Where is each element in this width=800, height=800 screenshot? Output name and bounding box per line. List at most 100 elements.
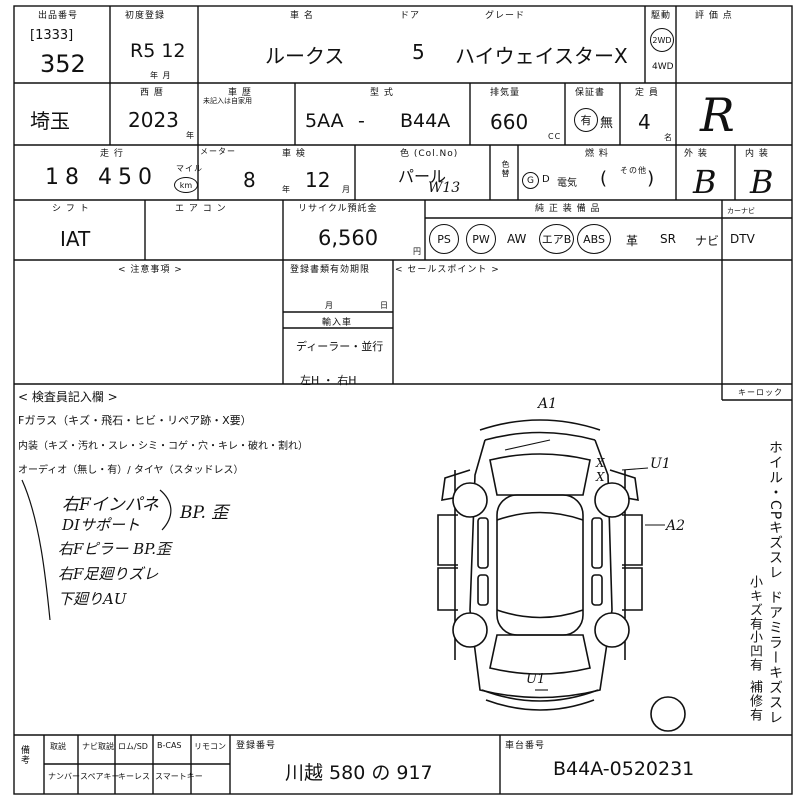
inspector-line-audio: オーディオ（無し・有）/ タイヤ（スタッドレス） <box>18 465 244 476</box>
import-label: 輸入車 <box>322 318 353 328</box>
notes-label: < 注意事項 > <box>118 265 183 275</box>
shaken-year: 8 <box>243 168 256 192</box>
inspector-line-interior: 内装（キズ・汚れ・スレ・シミ・コゲ・穴・キレ・破れ・割れ） <box>18 441 308 452</box>
fuel-g-circled: G <box>522 172 539 189</box>
spare-key-label: スペアキー <box>80 772 120 781</box>
drive-4wd: 4WD <box>652 62 674 72</box>
chassis-label: 車台番号 <box>505 741 546 751</box>
diagram-a1: A1 <box>538 396 558 412</box>
fuel-label: 燃 料 <box>585 149 609 159</box>
hand-note-4: 右F足廻りズレ <box>58 565 159 583</box>
hand-note-3: 右Fピラー BP.歪 <box>58 540 172 558</box>
import-hand: 左H ・ 右H <box>300 374 357 387</box>
side-note-small-scratch: 小キズ有 <box>747 575 762 631</box>
inspector-label: < 検査員記入欄 > <box>18 390 118 404</box>
color-value: パール <box>398 167 447 186</box>
cc-label: CC <box>548 132 562 141</box>
shift-value: IAT <box>60 227 91 251</box>
fuel-elec: 電気 <box>557 178 577 189</box>
owner-manual-label: 取説 <box>50 742 66 751</box>
equip-dtv: DTV <box>730 232 755 246</box>
reg-number-value: 川越 580 の 917 <box>285 762 433 784</box>
reg-expiry-month: 月 <box>325 301 334 310</box>
equip-navi: ナビ <box>695 234 720 248</box>
interior-label: 内 装 <box>745 149 769 159</box>
bcas-label: B-CAS <box>157 741 182 750</box>
fuel-d: D <box>542 174 550 185</box>
diagram-x-mark-1: X <box>596 456 605 470</box>
equip-sr: SR <box>660 232 676 246</box>
import-dealer: ディーラー・並行 <box>296 340 384 353</box>
carnavi-label: カーナビ <box>727 207 755 215</box>
hand-note-1: 右Fインパネ <box>62 495 159 515</box>
grade-value: ハイウェイスターX <box>455 44 628 68</box>
sales-point-label: < セールスポイント > <box>395 265 500 275</box>
color-label: 色 (Col.No) <box>400 149 459 159</box>
capacity-value: 4 <box>638 110 651 134</box>
equip-airbag-circled: エアB <box>539 224 574 254</box>
drive-label: 駆動 <box>651 11 672 21</box>
exterior-label: 外 装 <box>684 149 708 159</box>
lot-code: [1333] <box>30 28 74 43</box>
recycle-label: リサイクル預託金 <box>298 204 378 214</box>
diagram-u1-top: U1 <box>650 456 671 472</box>
navi-manual-label: ナビ取説 <box>82 742 114 751</box>
person-label: 名 <box>664 133 673 142</box>
keyless-label: キーレス <box>118 772 150 781</box>
rating-value: R <box>700 88 735 142</box>
car-name-value: ルークス <box>265 44 345 68</box>
car-name-label: 車 名 <box>290 11 314 21</box>
mileage-value: 18 450 <box>45 165 158 190</box>
diagram-u1-bottom: U1 <box>526 672 546 687</box>
diagram-x-mark-2: X <box>596 470 605 484</box>
first-reg-year-month: 年 月 <box>150 71 172 80</box>
doors-value: 5 <box>412 40 425 64</box>
color-no: W13 <box>428 180 461 196</box>
rom-label: ロム/SD <box>118 742 148 751</box>
equip-aw: AW <box>507 232 527 246</box>
equip-abs-circled: ABS <box>577 224 611 254</box>
number-label: ナンバー <box>48 772 80 781</box>
lot-no-label: 出品番号 <box>38 11 79 21</box>
color-change-label: 色替 <box>501 160 510 178</box>
equip-leather: 革 <box>626 234 639 248</box>
exterior-value: B <box>693 163 717 201</box>
displacement-label: 排気量 <box>490 88 521 98</box>
grade-label: グレード <box>485 11 526 21</box>
km-unit-circled: km <box>174 177 198 193</box>
reg-number-label: 登録番号 <box>236 741 277 751</box>
history-label: 車 歴 <box>228 88 252 98</box>
yen-label: 円 <box>413 247 422 256</box>
warranty-yes-circled: 有 <box>574 108 598 132</box>
model-prefix: 5AA <box>305 110 344 132</box>
year-suffix: 年 <box>186 131 195 140</box>
smartkey-label: スマートキー <box>155 772 203 781</box>
doors-label: ドア <box>400 11 421 21</box>
recycle-value: 6,560 <box>318 226 379 250</box>
side-note-repair: 補修有 <box>747 680 762 722</box>
aircon-label: エ ア コ ン <box>175 204 227 214</box>
mile-unit: マイル <box>176 164 203 173</box>
model-code: B44A <box>400 110 451 132</box>
drive-2wd-circled: 2WD <box>650 28 674 52</box>
hand-note-2: DIサポート <box>62 516 140 534</box>
side-note-wheel: ホイル・CPキズスレ <box>767 440 783 581</box>
bottom-remarks-label: 備考 <box>19 745 29 765</box>
meter-label: メーター <box>200 147 236 156</box>
first-reg-value: R5 12 <box>130 40 186 62</box>
rating-label: 評 価 点 <box>695 11 733 21</box>
reg-expiry-label: 登録書類有効期限 <box>290 265 371 275</box>
diagram-a2: A2 <box>666 518 686 534</box>
keylock-label: キーロック <box>738 388 783 397</box>
shaken-month-suffix: 月 <box>342 185 351 194</box>
warranty-no: 無 <box>600 116 614 131</box>
model-label: 型 式 <box>370 88 394 98</box>
hand-note-bp: BP. 歪 <box>180 503 229 523</box>
side-note-small-dent: 小凹有 <box>747 630 762 672</box>
equipment-label: 純 正 装 備 品 <box>535 204 601 214</box>
equip-ps-circled: PS <box>429 224 459 254</box>
first-reg-label: 初度登録 <box>125 11 166 21</box>
